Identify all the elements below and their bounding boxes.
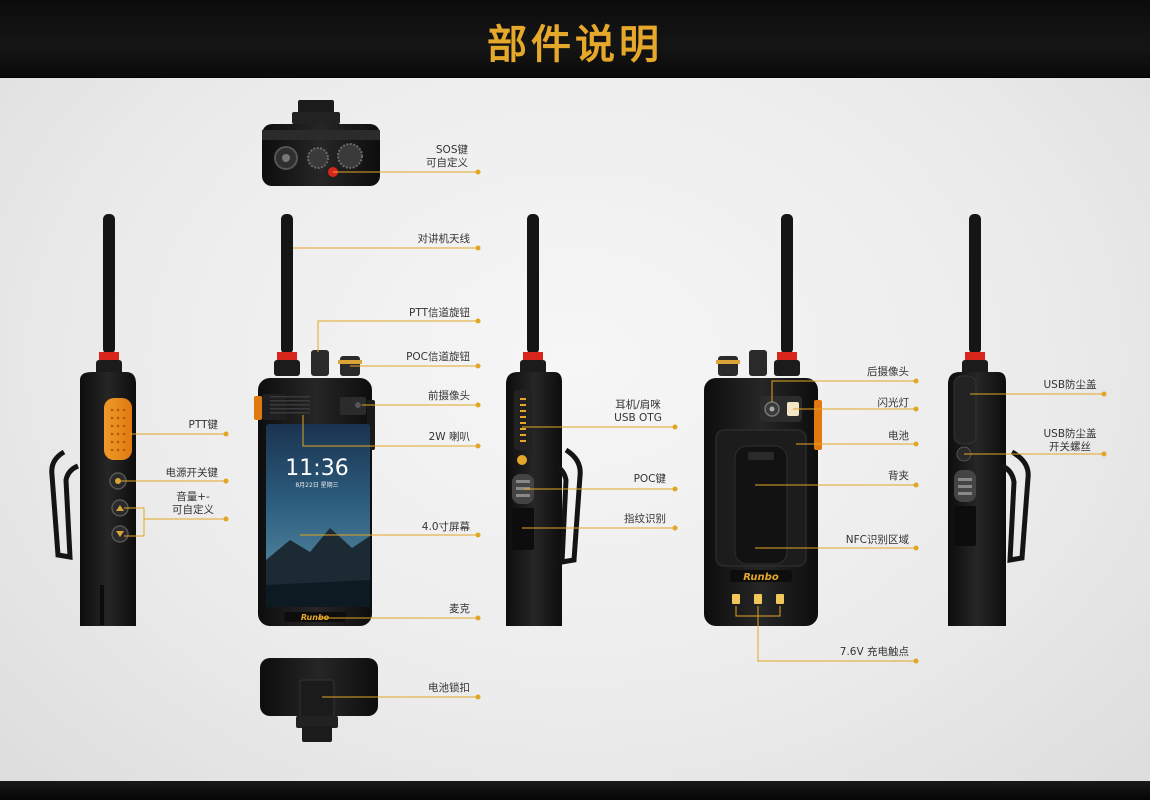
back-brand-logo: Runbo [743,572,779,583]
back-leaders [735,378,919,664]
page-title: 部件说明 [487,22,663,68]
far-right-device [948,214,1031,626]
label-back-clip: 背夹 [888,470,909,482]
front-leaders [293,245,481,621]
label-nfc: NFC识别区域 [845,534,909,546]
label-mic: 麦克 [449,603,470,615]
front-device [254,214,375,626]
label-power: 电源开关键 [165,467,219,479]
label-flash: 闪光灯 [877,397,910,409]
battery-lock-leader [322,694,481,700]
label-front-camera: 前摄像头 [428,390,470,402]
footer-bar [0,781,1150,800]
label-ptt-knob: PTT信道旋钮 [409,307,470,319]
label-usb-cover: USB防尘盖 [1043,379,1097,391]
label-screen: 4.0寸屏幕 [421,521,470,533]
label-poc-key: POC键 [633,473,666,485]
right-side-device [506,214,583,626]
label-speaker: 2W 喇叭 [428,431,470,443]
back-device [704,214,822,626]
label-charge: 7.6V 充电触点 [839,646,909,658]
bottom-view-device [260,658,378,742]
label-fingerprint: 指纹识别 [624,513,666,525]
label-rear-camera: 后摄像头 [867,366,909,378]
far-right-leaders [964,391,1107,457]
left-side-device [49,214,136,626]
label-ptt: PTT键 [188,419,218,431]
left-side-leaders [121,431,229,537]
right-side-leaders [522,424,678,531]
sos-leader [333,169,481,175]
label-battery-lock: 电池锁扣 [428,682,470,694]
screen-time: 11:36 [285,456,348,481]
top-view-device [262,100,380,186]
label-volume: 音量+- 可自定义 [172,491,214,516]
label-earphone: 耳机/肩咪 USB OTG [614,399,662,424]
label-poc-knob: POC信道旋钮 [406,351,470,363]
front-brand-logo: Runbo [301,613,330,622]
label-sos: SOS键 可自定义 [426,144,468,169]
label-battery: 电池 [888,430,909,442]
label-usb-screw: USB防尘盖 开关螺丝 [1043,428,1097,453]
label-antenna: 对讲机天线 [417,233,471,245]
header-bar: 部件说明 [0,0,1150,78]
screen-date: 8月22日 星期三 [295,481,338,489]
